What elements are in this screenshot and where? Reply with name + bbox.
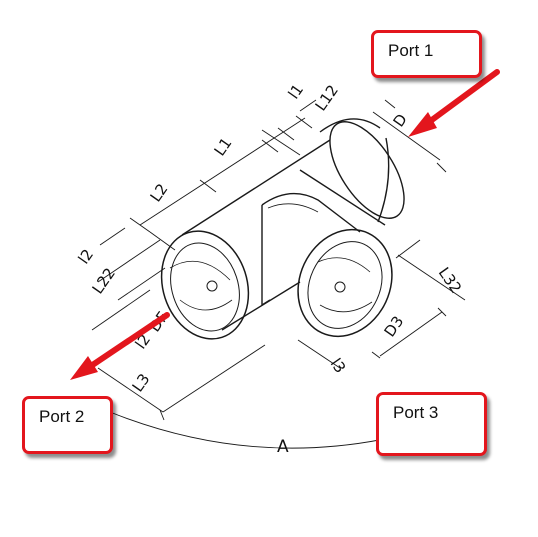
dim-l3: l3 [327,355,350,377]
dim-l2: l2 [75,246,98,268]
dim-L22: L22 [89,264,119,297]
port3-callout: Port 3 [376,392,487,456]
port1-arrow [408,69,500,137]
dim-L2: L2 [147,180,172,205]
dim-L12: L12 [312,81,342,114]
dim-L1: L1 [211,134,236,159]
port1-label: Port 1 [388,41,434,60]
dim-D3: D3 [381,313,408,341]
port3-end [297,228,393,338]
dim-l1: l1 [285,81,308,103]
port1-end [319,118,405,223]
dim-D: D [390,110,411,130]
port3-label: Port 3 [393,403,439,422]
port2-end [160,230,250,340]
dim-A: A [277,437,289,457]
port2-arrow [70,312,170,380]
port1-callout: Port 1 [371,30,482,78]
tee-body [181,139,386,331]
dimension-lines [91,99,466,449]
port2-callout: Port 2 [22,396,113,454]
dim-L32: L32 [435,264,465,297]
port2-label: Port 2 [39,407,85,426]
